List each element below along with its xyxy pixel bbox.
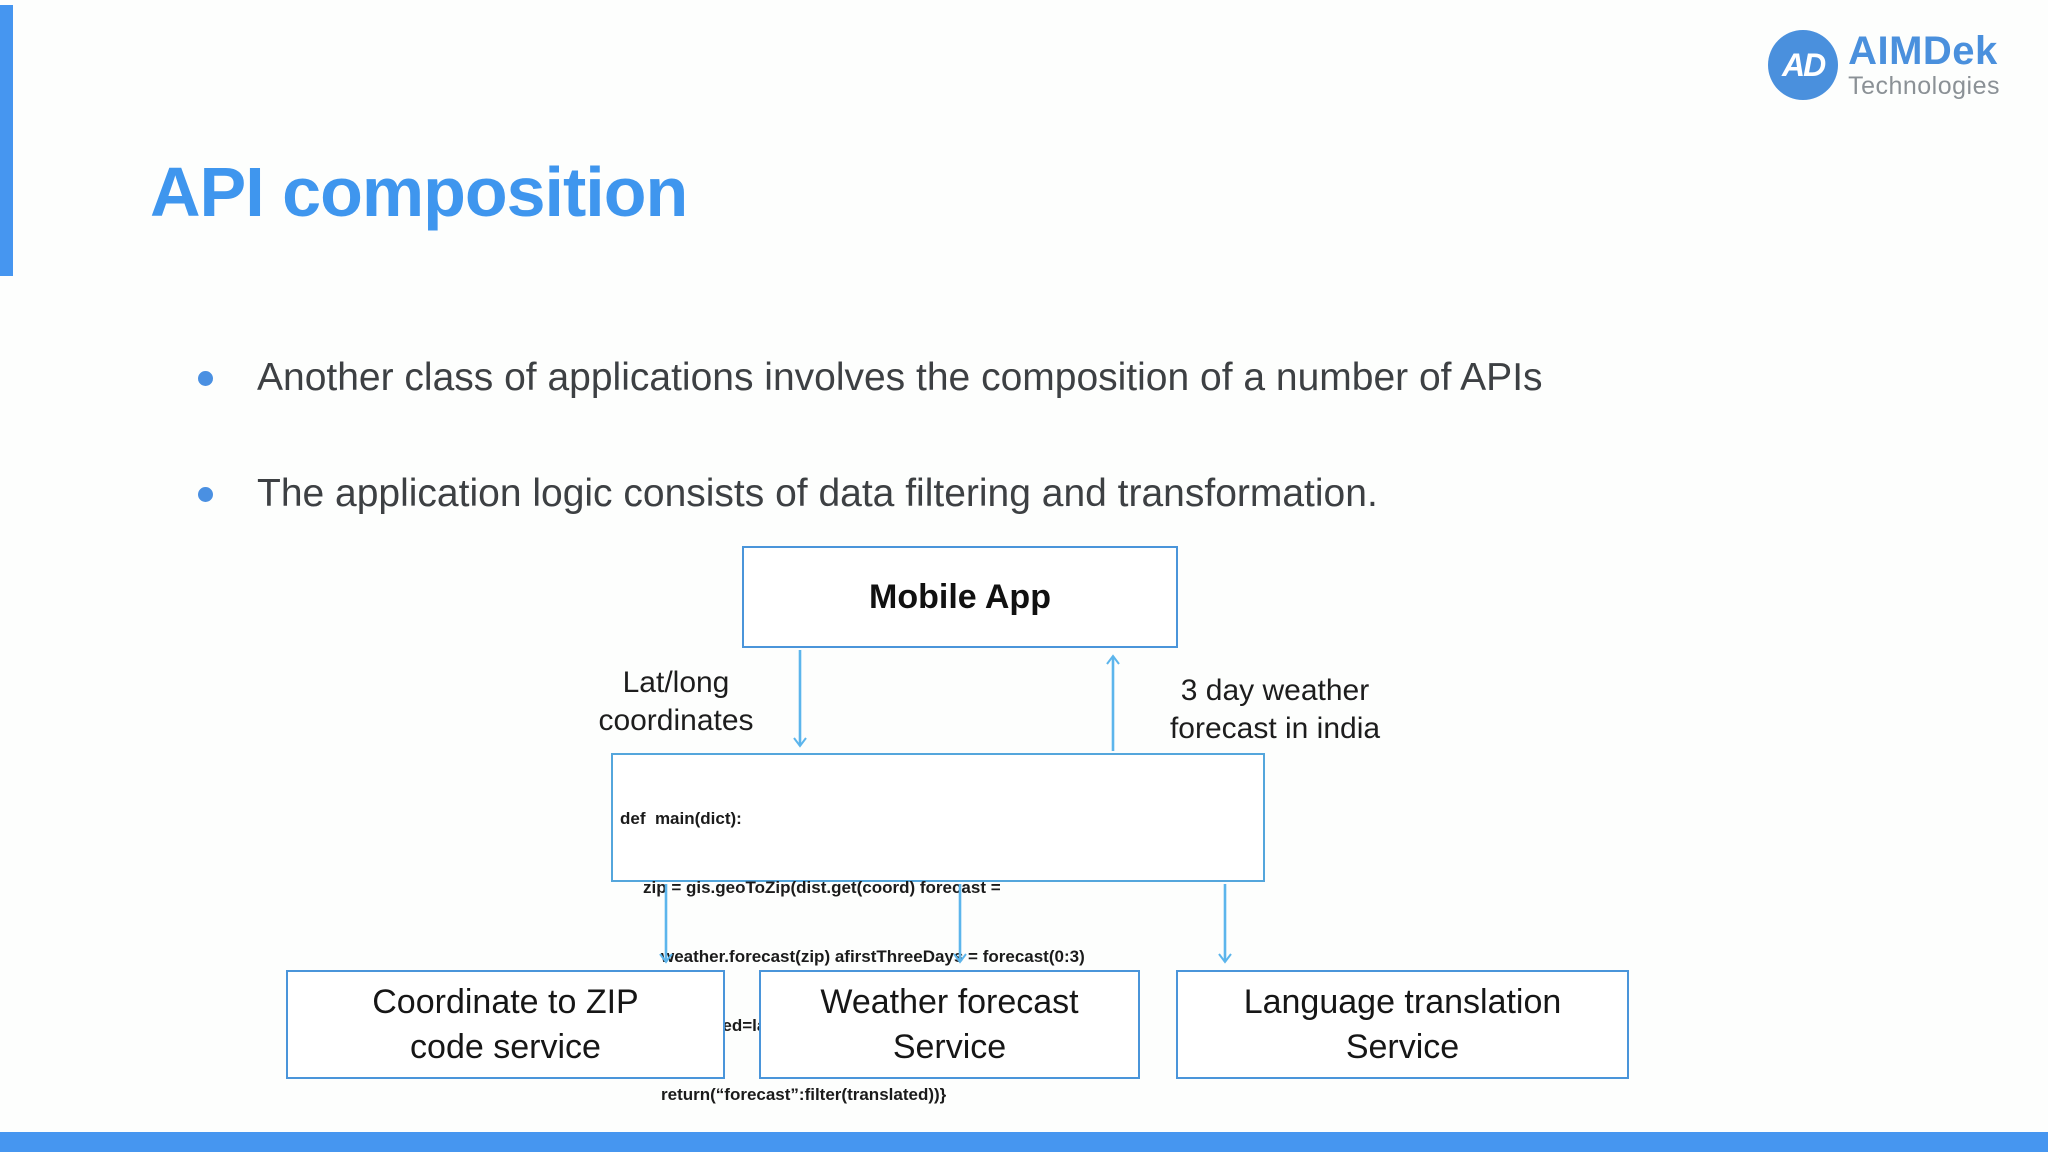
service-box-coordinate-to-zip: Coordinate to ZIP code service	[286, 970, 725, 1079]
accent-bar-left	[0, 5, 13, 276]
code-line: def main(dict):	[620, 809, 742, 828]
logo-company-subtitle: Technologies	[1848, 72, 2000, 100]
bullet-text: Another class of applications involves t…	[257, 356, 1543, 399]
bullet-dot-icon	[198, 487, 213, 502]
request-arrow-label: Lat/long coordinates	[598, 666, 754, 737]
bullet-dot-icon	[198, 371, 213, 386]
service-box-weather-forecast: Weather forecast Service	[759, 970, 1140, 1079]
code-line: weather.forecast(zip) afirstThreeDays = …	[661, 947, 1085, 966]
accent-bar-bottom	[0, 1132, 2048, 1152]
logo-company-name: AIMDek	[1848, 29, 1998, 73]
company-logo: AD AIMDek Technologies	[1768, 30, 2000, 100]
mobile-app-box: Mobile App	[742, 546, 1178, 648]
code-snippet-box: def main(dict): zip = gis.geoToZip(dist.…	[611, 753, 1265, 1104]
bullet-text: The application logic consists of data f…	[257, 472, 1378, 515]
code-line: zip = gis.geoToZip(dist.get(coord) forec…	[643, 878, 1001, 897]
bullet-item: Another class of applications involves t…	[198, 352, 1838, 404]
response-arrow-label: 3 day weather forecast in india	[1169, 674, 1381, 745]
service-box-language-translation: Language translation Service	[1176, 970, 1629, 1079]
bullet-list: Another class of applications involves t…	[198, 352, 1838, 584]
bullet-item: The application logic consists of data f…	[198, 468, 1838, 520]
slide-title: API composition	[150, 153, 688, 231]
code-line: return(“forecast”:filter(translated))}	[661, 1085, 947, 1104]
logo-text: AIMDek Technologies	[1848, 31, 2000, 99]
logo-monogram-icon: AD	[1768, 30, 1839, 100]
